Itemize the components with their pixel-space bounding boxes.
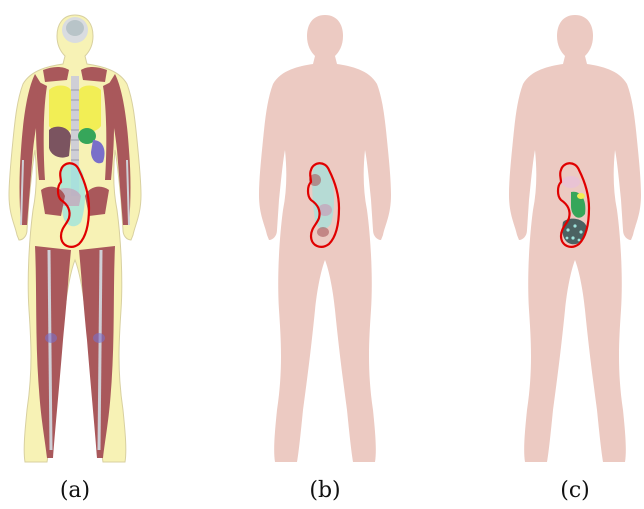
caption-a: (a) bbox=[45, 478, 105, 504]
left-knee bbox=[45, 333, 57, 343]
caption-b: (b) bbox=[295, 478, 355, 504]
silhouette-image-b bbox=[255, 10, 395, 465]
organ-yellow bbox=[577, 193, 585, 199]
left-lung bbox=[49, 86, 71, 133]
right-lung bbox=[79, 86, 101, 133]
body-silhouette bbox=[259, 15, 391, 462]
left-femur-tibia bbox=[49, 250, 51, 450]
figure-panel-b bbox=[255, 10, 395, 465]
right-femur-tibia bbox=[99, 250, 101, 450]
caption-c: (c) bbox=[545, 478, 605, 504]
right-knee bbox=[93, 333, 105, 343]
organ-blob-3 bbox=[317, 227, 329, 237]
anatomy-segmentation-image bbox=[5, 10, 145, 465]
figure-panel-c bbox=[505, 10, 644, 465]
silhouette-image-c bbox=[505, 10, 644, 465]
figure-panel-a bbox=[5, 10, 145, 465]
left-shoulder-muscle bbox=[43, 67, 69, 82]
organ-blob-pink bbox=[562, 176, 580, 188]
right-shoulder-muscle bbox=[81, 67, 107, 82]
brain-region bbox=[66, 20, 84, 36]
liver bbox=[49, 127, 71, 158]
